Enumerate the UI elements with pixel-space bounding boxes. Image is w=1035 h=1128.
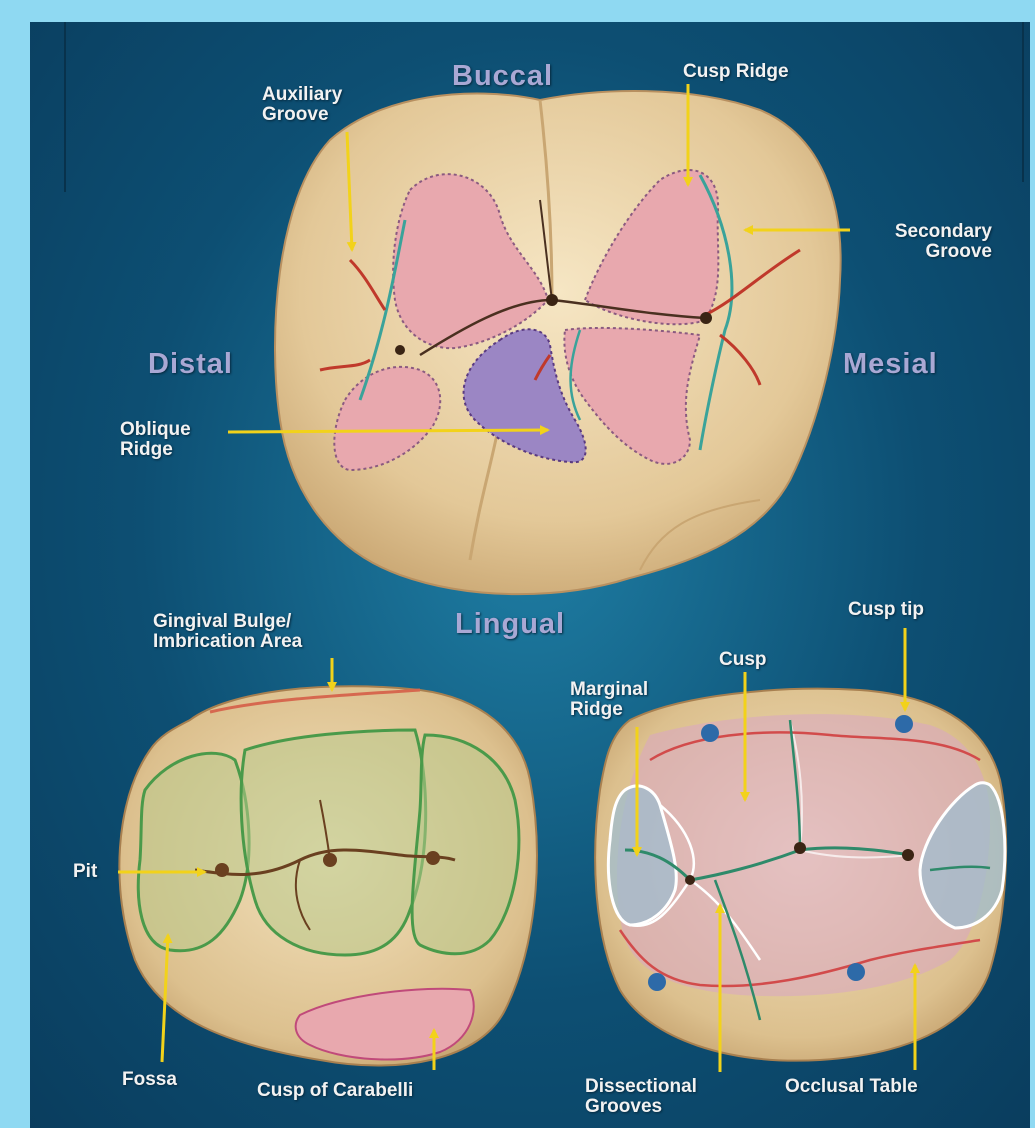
label-fossa: Fossa — [122, 1070, 177, 1090]
bottom-left-molar — [119, 686, 537, 1065]
cusp-tip-dot — [895, 715, 913, 733]
label-cusp-of-carabelli: Cusp of Carabelli — [257, 1081, 413, 1101]
cusp-tip-dot — [648, 973, 666, 991]
label-auxiliary-groove: Auxiliary Groove — [262, 85, 342, 125]
label-cusp-ridge: Cusp Ridge — [683, 62, 789, 82]
bottom-right-molar — [595, 689, 1006, 1061]
orientation-buccal: Buccal — [452, 60, 553, 93]
label-cusp: Cusp — [719, 650, 767, 670]
fossa-central-outline — [241, 730, 426, 955]
label-oblique-ridge: Oblique Ridge — [120, 420, 191, 460]
label-marginal-ridge: Marginal Ridge — [570, 680, 648, 720]
top-molar — [275, 91, 841, 594]
orientation-distal: Distal — [148, 348, 233, 381]
label-occlusal-table: Occlusal Table — [785, 1077, 918, 1097]
label-pit: Pit — [73, 862, 97, 882]
label-secondary-groove: Secondary Groove — [852, 222, 992, 262]
top-molar-crown — [275, 91, 841, 594]
cusp-tip-dot — [847, 963, 865, 981]
orientation-lingual: Lingual — [455, 608, 565, 641]
label-dissectional-grooves: Dissectional Grooves — [585, 1077, 697, 1117]
cusp-tip-dot — [701, 724, 719, 742]
arrow-oblique-ridge — [228, 430, 548, 432]
label-cusp-tip: Cusp tip — [848, 600, 924, 620]
orientation-mesial: Mesial — [843, 348, 938, 381]
label-gingival-bulge: Gingival Bulge/ Imbrication Area — [153, 612, 302, 652]
